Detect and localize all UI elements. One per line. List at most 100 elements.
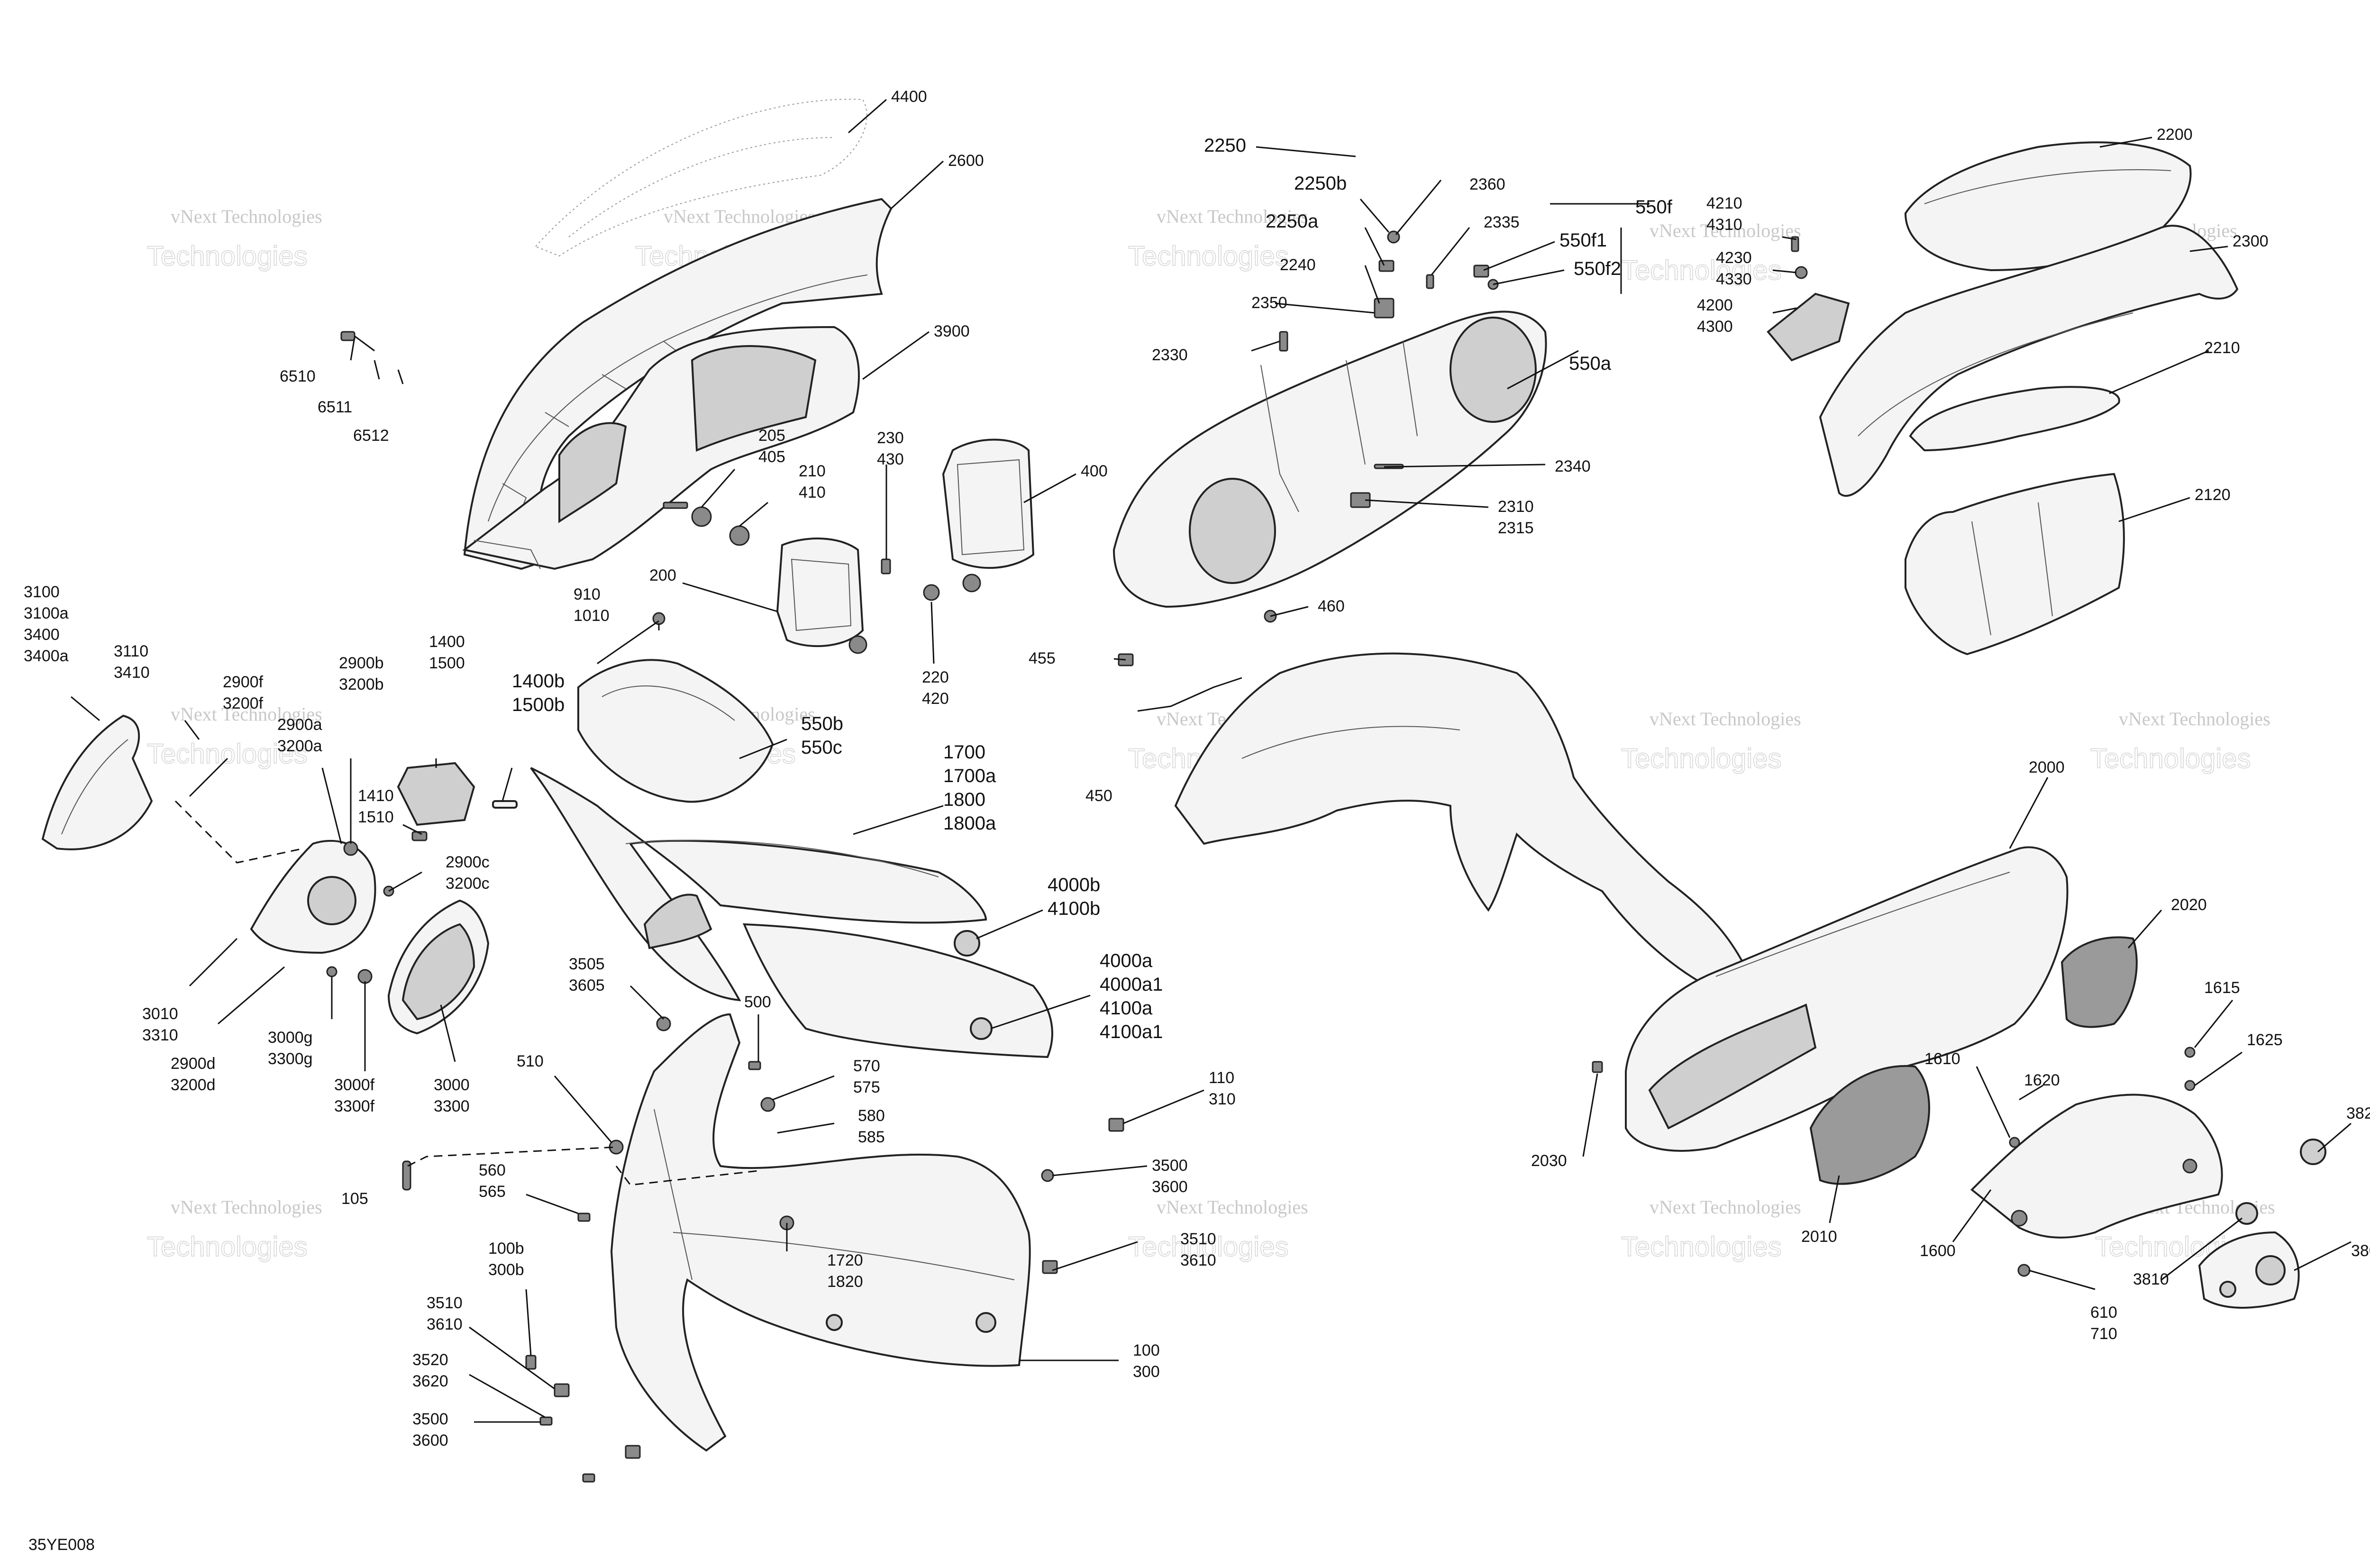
label-3520: 3520 (412, 1351, 448, 1369)
assembly-dash-lines (174, 800, 759, 1186)
fasteners-center-frame (1279, 230, 1499, 508)
label-2310: 2310 (1498, 498, 1534, 516)
label-2330: 2330 (1152, 346, 1188, 364)
label-200: 200 (649, 566, 676, 584)
label-2250: 2250 (1204, 135, 1246, 156)
label-580: 580 (858, 1107, 885, 1125)
label-1410: 1410 (358, 787, 394, 805)
part-1600-bracket (1970, 1047, 2223, 1277)
label-3200c: 3200c (446, 875, 490, 893)
label-3300g: 3300g (268, 1050, 313, 1068)
label-1500b: 1500b (512, 694, 565, 715)
part-200-left-bracket (776, 538, 864, 647)
label-3400: 3400 (24, 626, 60, 644)
label-550f2: 550f2 (1574, 258, 1621, 279)
leader-lines (71, 99, 2352, 1423)
part-4000-lower-panel (742, 923, 1053, 1058)
part-4200-clip (1767, 236, 1850, 362)
figure-code: 35YE008 (28, 1536, 95, 1554)
label-2315: 2315 (1498, 519, 1534, 537)
label-3110: 3110 (114, 642, 148, 660)
label-400: 400 (1081, 462, 1108, 480)
label-710: 710 (2090, 1325, 2117, 1343)
label-570: 570 (853, 1057, 880, 1075)
label-3000: 3000 (434, 1076, 470, 1094)
label-565: 565 (479, 1183, 506, 1201)
label-3610-right: 3610 (1180, 1251, 1216, 1269)
label-2900a: 2900a (277, 716, 322, 734)
label-105: 105 (341, 1190, 368, 1208)
label-3820: 3820 (2346, 1104, 2370, 1122)
fasteners-lower-fairing (402, 1016, 1124, 1483)
part-2900-mirror-base (250, 839, 394, 954)
label-1010: 1010 (574, 607, 610, 625)
label-4310: 4310 (1706, 216, 1742, 234)
label-6510: 6510 (280, 367, 316, 385)
label-420: 420 (922, 690, 949, 708)
part-100-lower-fairing (610, 1013, 1031, 1452)
part-2600-upper-fairing (463, 198, 893, 570)
label-1720: 1720 (827, 1251, 863, 1269)
part-3900-inner-fairing (462, 326, 860, 570)
label-1700: 1700 (943, 742, 985, 763)
label-3200a: 3200a (277, 737, 322, 755)
label-1610: 1610 (1924, 1050, 1960, 1068)
label-1800a: 1800a (943, 813, 996, 834)
part-2010-speaker-grille (1809, 1065, 1930, 1185)
label-4000a1: 4000a1 (1100, 974, 1163, 995)
label-3900: 3900 (934, 322, 970, 340)
part-3100-mirror-cap (41, 714, 153, 850)
label-3500: 3500 (1152, 1157, 1188, 1175)
part-4400-windshield (535, 99, 867, 257)
label-2120: 2120 (2195, 486, 2231, 504)
label-3400a: 3400a (24, 647, 69, 665)
label-3200b: 3200b (339, 675, 384, 693)
watermark-text: vNext Technologies (1650, 220, 1801, 241)
part-550b-housing (577, 659, 774, 803)
fasteners-205-210-230 (652, 501, 981, 654)
label-550a: 550a (1569, 353, 1612, 374)
label-100: 100 (1133, 1341, 1160, 1359)
label-220: 220 (922, 668, 949, 686)
label-1800: 1800 (943, 789, 985, 810)
label-460: 460 (1318, 597, 1345, 615)
watermark-text: Technologies (147, 1231, 308, 1262)
label-4300: 4300 (1697, 318, 1733, 336)
label-4210: 4210 (1706, 194, 1742, 212)
label-2600: 2600 (948, 152, 984, 170)
label-550f1: 550f1 (1559, 230, 1607, 251)
label-1700a: 1700a (943, 766, 996, 786)
label-450: 450 (1085, 787, 1112, 805)
label-2210: 2210 (2204, 339, 2240, 357)
part-1400-bracket (397, 762, 518, 841)
label-2900c: 2900c (446, 853, 490, 871)
part-2000-cluster-surround (1625, 846, 2069, 1152)
watermark-text: vNext Technologies (1157, 1196, 1308, 1218)
label-110: 110 (1209, 1069, 1234, 1087)
watermark-text: Technologies (2090, 743, 2251, 774)
label-4000a: 4000a (1100, 950, 1153, 971)
label-2200: 2200 (2157, 126, 2193, 144)
label-6512: 6512 (353, 427, 389, 445)
label-3620: 3620 (412, 1372, 448, 1390)
label-300: 300 (1133, 1363, 1160, 1381)
label-3600: 3600 (1152, 1178, 1188, 1196)
label-2250b: 2250b (1294, 173, 1347, 194)
watermark-text: Technologies (1621, 1231, 1782, 1262)
label-2000: 2000 (2029, 758, 2065, 776)
label-3010: 3010 (142, 1005, 178, 1023)
label-1820: 1820 (827, 1273, 863, 1291)
label-2900b: 2900b (339, 654, 384, 672)
label-3510-left: 3510 (427, 1294, 463, 1312)
label-3600-left: 3600 (412, 1431, 448, 1449)
part-400-right-bracket (942, 438, 1035, 569)
label-100b: 100b (488, 1240, 524, 1258)
label-2250a: 2250a (1266, 211, 1319, 232)
label-1400b: 1400b (512, 671, 565, 692)
label-205: 205 (758, 427, 785, 445)
label-3500-left: 3500 (412, 1410, 448, 1428)
label-6511: 6511 (318, 398, 352, 416)
watermark-text: vNext Technologies (1650, 708, 1801, 729)
label-430: 430 (877, 450, 904, 468)
